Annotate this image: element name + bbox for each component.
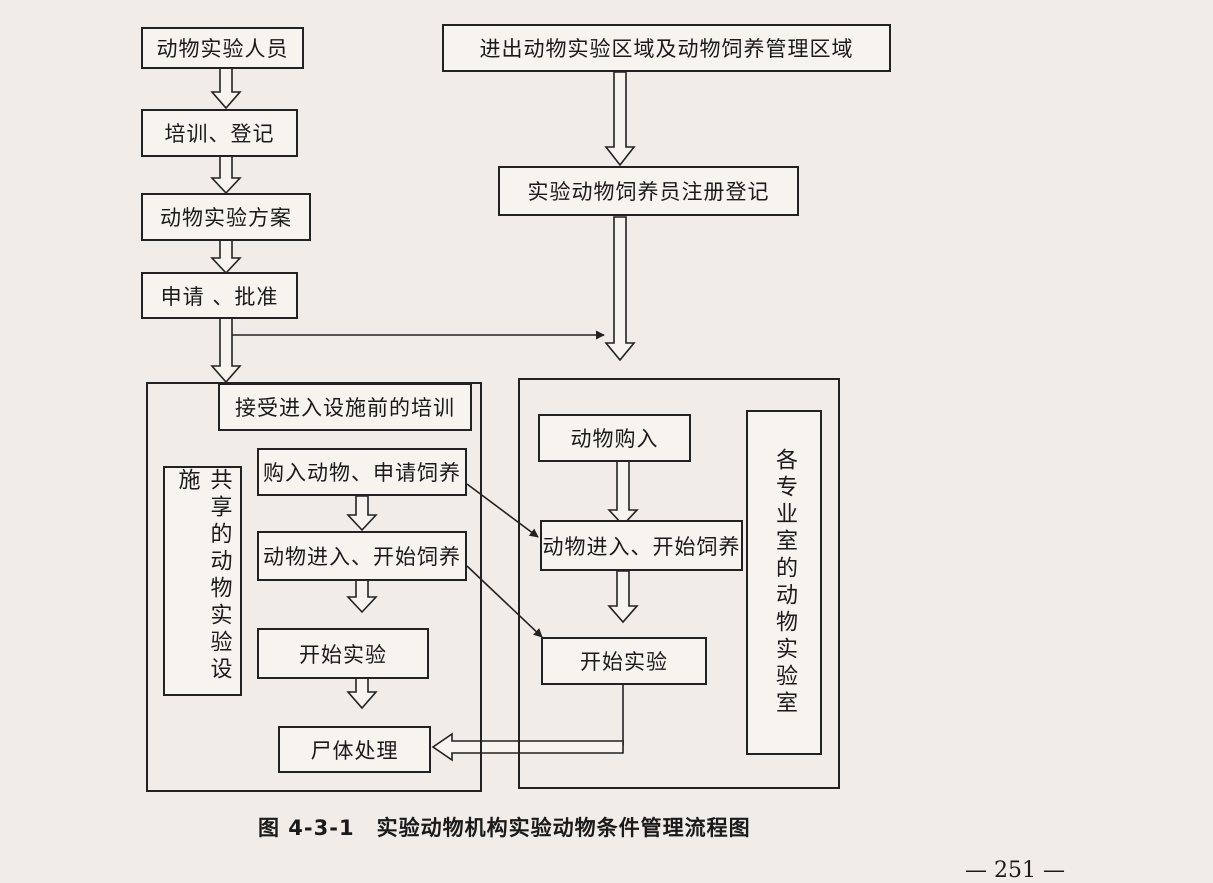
lab-enter-start-feeding-box: 动物进入、开始饲养 [540, 520, 743, 571]
block-arrow-enter-to-experiment [346, 579, 378, 614]
enter-start-feeding-label: 动物进入、开始饲养 [263, 545, 461, 569]
lab-purchase-label: 动物购入 [570, 427, 659, 451]
block-arrow-lab-purchase-to-enter [607, 460, 639, 527]
keeper-registration-box: 实验动物饲养员注册登记 [498, 166, 799, 216]
training-registration-label: 培训、登记 [164, 122, 275, 146]
lab-enter-start-feeding-label: 动物进入、开始饲养 [542, 534, 741, 559]
figure-caption: 图 4-3-1 实验动物机构实验动物条件管理流程图 [258, 812, 751, 842]
block-arrow-keeper-to-lab [604, 216, 636, 362]
training-registration-box: 培训、登记 [141, 109, 298, 157]
personnel-box: 动物实验人员 [141, 27, 304, 69]
start-experiment-box: 开始实验 [257, 628, 429, 679]
area-management-box: 进出动物实验区域及动物饲养管理区域 [442, 24, 891, 72]
purchase-apply-label: 购入动物、申请饲养 [263, 461, 461, 485]
page-number: — 251 — [965, 858, 1065, 883]
block-arrow-area-to-keeper [604, 71, 636, 167]
pre-entry-training-label: 接受进入设施前的培训 [235, 396, 455, 420]
personnel-label: 动物实验人员 [156, 37, 289, 61]
lab-start-experiment-box: 开始实验 [541, 637, 707, 685]
protocol-box: 动物实验方案 [141, 193, 311, 241]
apply-approve-label: 申请 、批准 [160, 284, 279, 309]
purchase-apply-box: 购入动物、申请饲养 [257, 448, 467, 496]
protocol-label: 动物实验方案 [160, 206, 292, 230]
figure-label: 图 4-3-1 [258, 816, 355, 840]
block-arrow-personnel-to-training [210, 66, 242, 110]
block-arrow-experiment-to-carcass [346, 677, 378, 710]
block-arrow-purchase-to-enter [346, 495, 378, 532]
departmental-lab-title: 各专业室的动物实验室 [772, 447, 797, 718]
block-arrow-apply-to-shared-facility [210, 317, 242, 384]
apply-approve-box: 申请 、批准 [141, 272, 298, 319]
block-arrow-lab-enter-to-experiment [607, 570, 639, 624]
block-arrow-training-to-protocol [210, 155, 242, 195]
departmental-lab-frame [518, 378, 840, 789]
block-arrow-protocol-to-apply [210, 239, 242, 275]
shared-facility-title-box: 共享的动物实验设施 [163, 466, 242, 696]
carcass-disposal-label: 尸体处理 [310, 738, 399, 763]
keeper-registration-label: 实验动物饲养员注册登记 [527, 180, 770, 204]
arrow-purchase-to-lab-enter [466, 483, 539, 538]
carcass-disposal-box: 尸体处理 [278, 726, 431, 773]
departmental-lab-title-box: 各专业室的动物实验室 [746, 410, 822, 755]
start-experiment-label: 开始实验 [299, 642, 387, 667]
lab-start-experiment-label: 开始实验 [580, 650, 668, 674]
shared-facility-title: 共享的动物实验设施 [174, 468, 232, 684]
area-management-label: 进出动物实验区域及动物饲养管理区域 [479, 37, 854, 61]
enter-start-feeding-box: 动物进入、开始饲养 [257, 531, 467, 581]
pre-entry-training-box: 接受进入设施前的培训 [218, 383, 472, 431]
lab-purchase-box: 动物购入 [538, 414, 691, 462]
arrow-enter-to-lab-experiment [466, 565, 543, 638]
block-arrow-lab-to-carcass [431, 732, 624, 762]
figure-title: 实验动物机构实验动物条件管理流程图 [376, 816, 751, 840]
